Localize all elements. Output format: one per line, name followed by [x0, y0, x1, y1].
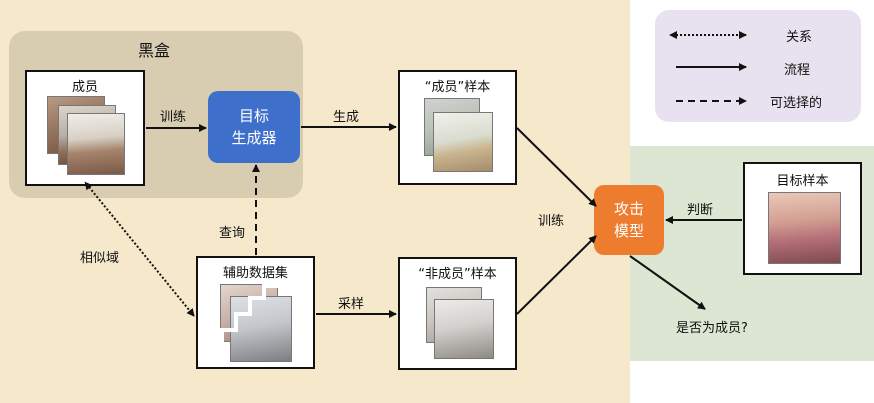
label-judge: 判断 [687, 203, 714, 218]
target-sample-photo [768, 192, 841, 264]
label-train: 训练 [160, 110, 187, 125]
generator-line1: 目标 [238, 107, 269, 125]
target-sample-box: 目标样本 [743, 162, 862, 275]
generator-line2: 生成器 [231, 129, 277, 147]
members-title: 成员 [71, 80, 98, 95]
target-sample-title: 目标样本 [776, 174, 829, 189]
member-samples-box: “成员”样本 [398, 70, 517, 185]
output-arrow [629, 255, 706, 310]
label-query: 查询 [219, 226, 246, 241]
member-to-attack-arrow [516, 127, 597, 207]
label-similar-domain: 相似域 [80, 251, 120, 266]
legend-label-relation: 关系 [786, 30, 813, 45]
attack-line1: 攻击 [613, 200, 644, 218]
member-sample-photo-front [433, 112, 493, 172]
blackbox-title: 黑盒 [138, 41, 171, 60]
nonmember-samples-title: “非成员”样本 [418, 267, 497, 282]
nonmember-photo-front [434, 299, 494, 359]
legend-label-flow: 流程 [784, 63, 811, 78]
label-sample: 采样 [338, 297, 365, 312]
target-generator: 目标 生成器 [208, 91, 300, 163]
attack-line2: 模型 [613, 222, 644, 240]
legend-label-optional: 可选择的 [770, 96, 823, 111]
label-train-2: 训练 [538, 214, 565, 229]
aux-dataset-box: 辅助数据集 [196, 256, 315, 369]
aux-white-staircase [208, 284, 278, 367]
aux-dataset-title: 辅助数据集 [222, 266, 288, 281]
member-samples-title: “成员”样本 [424, 80, 491, 95]
member-photo-front [67, 113, 125, 175]
label-generate: 生成 [333, 110, 360, 125]
nonmember-to-attack-arrow [516, 235, 597, 315]
attack-model: 攻击 模型 [594, 185, 664, 255]
nonmember-samples-box: “非成员”样本 [398, 257, 517, 370]
label-output: 是否为成员? [676, 321, 748, 336]
